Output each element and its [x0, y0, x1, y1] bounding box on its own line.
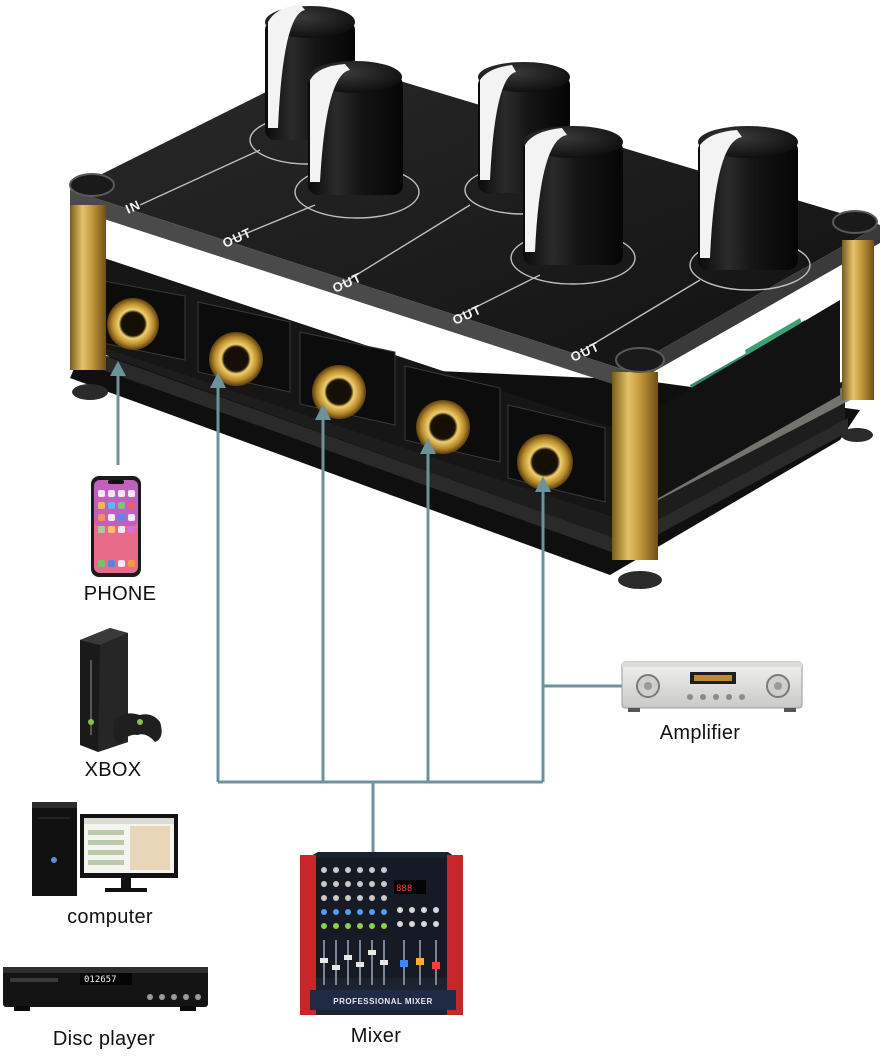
volume-knob-4: [523, 126, 623, 265]
mixer-console-icon: 888 PROFESSIONAL MIXER: [300, 852, 463, 1015]
panel-label-in: IN: [123, 197, 143, 217]
screw-icon: [832, 210, 878, 234]
controller-icon: [113, 713, 162, 744]
label-xbox: XBOX: [84, 759, 142, 781]
label-phone: PHONE: [83, 583, 157, 605]
label-disc-player: Disc player: [52, 1028, 156, 1050]
brass-standoff-left: [70, 205, 106, 370]
volume-knob-3: [478, 62, 570, 193]
arrow-up-icon: [210, 372, 226, 388]
computer-icon: [32, 802, 178, 896]
arrow-up-icon: [420, 438, 436, 454]
foot-icon: [841, 428, 873, 442]
arrow-up-icon: [315, 404, 331, 420]
foot-icon: [72, 384, 108, 400]
foot-icon: [618, 571, 662, 589]
brass-standoff-front: [612, 372, 658, 560]
disc-player-icon: 012657: [3, 967, 208, 1011]
mixer-display: 888: [396, 884, 412, 894]
audio-switcher-device: IN OUT OUT OUT OUT: [69, 4, 880, 589]
disc-player-display: 012657: [84, 975, 117, 985]
arrow-up-icon: [110, 361, 126, 376]
brass-standoff-right: [842, 240, 874, 400]
connection-lines: [116, 370, 622, 852]
label-mixer: Mixer: [350, 1025, 402, 1047]
label-amplifier: Amplifier: [659, 722, 741, 744]
screw-icon: [615, 347, 665, 373]
arrow-up-icon: [535, 476, 551, 492]
amplifier-icon: [621, 661, 803, 712]
phone-icon: [91, 476, 141, 577]
label-computer: computer: [67, 906, 153, 928]
mixer-panel-title: PROFESSIONAL MIXER: [333, 997, 433, 1006]
volume-knob-2: [308, 61, 403, 195]
arrow-heads: [110, 361, 551, 492]
xbox-console-icon: [80, 628, 162, 752]
screw-icon: [69, 173, 115, 197]
volume-knob-5: [698, 126, 798, 270]
